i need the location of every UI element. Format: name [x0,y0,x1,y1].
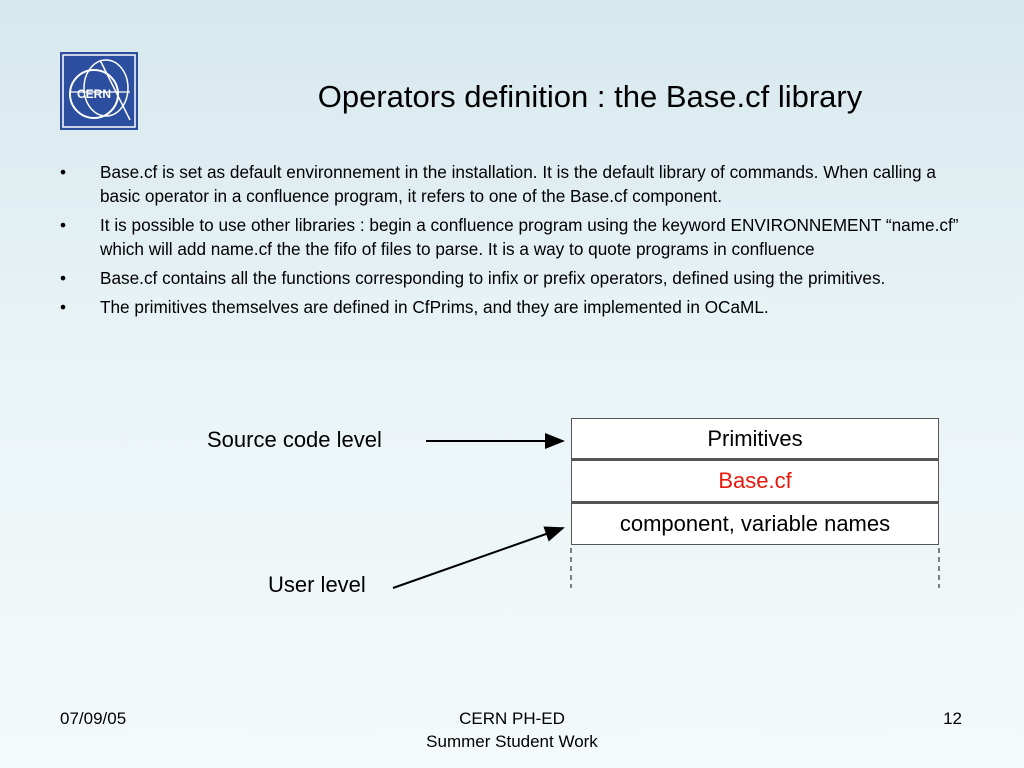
bullet-item: • Base.cf is set as default environnement… [60,160,960,208]
bullet-text: Base.cf contains all the functions corre… [100,268,886,288]
footer-center: CERN PH-ED Summer Student Work [362,707,662,753]
footer-date: 07/09/05 [60,709,127,728]
layer-component-variable-names: component, variable names [571,502,939,545]
footer-subtitle: Summer Student Work [426,732,598,751]
slide-title: Operators definition : the Base.cf libra… [317,79,863,114]
cern-logo: CERN [60,52,138,130]
footer-org: CERN PH-ED [459,709,565,728]
cern-logo-icon: CERN [60,52,138,130]
bullet-marker: • [60,268,67,288]
bullet-item: • The primitives themselves are defined i… [60,295,960,319]
layer-label: Primitives [707,425,803,451]
bullet-marker: • [60,297,67,317]
bullet-item: • It is possible to use other libraries :… [60,213,960,261]
layer-label: component, variable names [619,511,891,536]
layer-primitives: Primitives [571,418,939,459]
source-code-level-label: Source code level [207,427,382,452]
bullet-marker: • [60,215,67,235]
user-level-label: User level [268,572,366,597]
bullet-marker: • [60,162,67,182]
page-number: 12 [943,709,962,728]
bullet-text: Base.cf is set as default environnement … [100,162,936,206]
layer-base-cf: Base.cf [571,459,939,502]
layer-label: Base.cf [718,468,792,493]
bullet-text: The primitives themselves are defined in… [100,297,769,317]
bullet-text: It is possible to use other libraries : … [100,215,959,259]
cern-logo-text: CERN [77,87,111,101]
layer-stack: Primitives Base.cf component, variable n… [571,418,939,545]
bullet-list: • Base.cf is set as default environnement… [60,160,960,324]
bullet-item: • Base.cf contains all the functions corr… [60,266,960,290]
user-arrow [392,526,565,589]
